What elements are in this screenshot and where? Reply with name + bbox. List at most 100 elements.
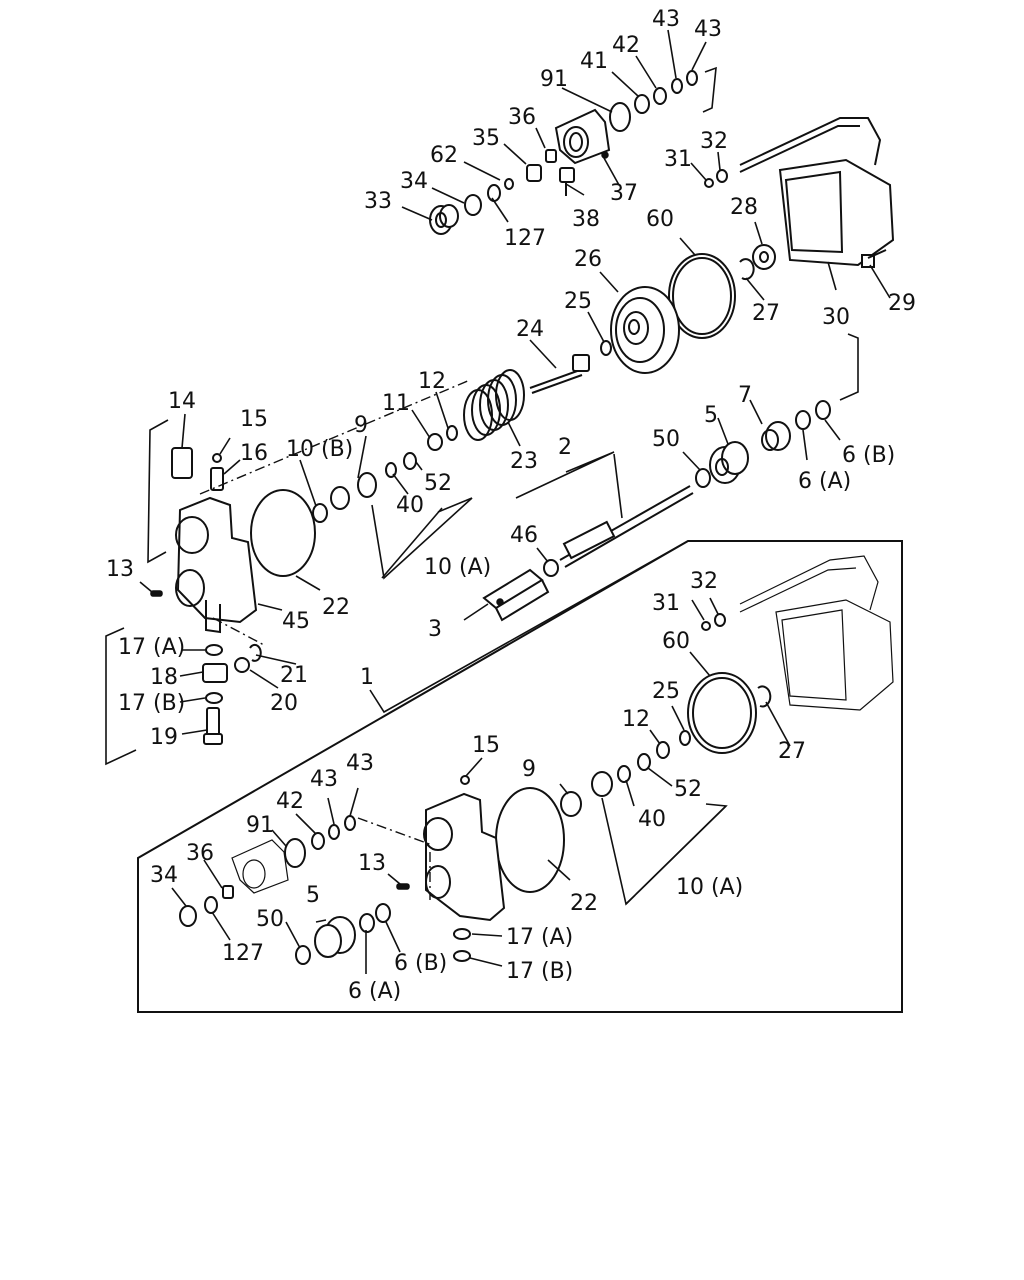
o-ring-22-inset[interactable] — [495, 787, 565, 893]
leader-lines — [139, 29, 891, 974]
label-127-inset: 127 — [222, 941, 264, 966]
label-18: 18 — [150, 665, 178, 690]
washer-17b-top[interactable] — [205, 692, 223, 704]
o-ring-22-top[interactable] — [250, 489, 316, 577]
valve-body-inset[interactable] — [423, 792, 506, 922]
valve-16[interactable] — [210, 467, 224, 491]
bolt-29[interactable] — [861, 249, 887, 268]
nut-35[interactable] — [526, 164, 542, 182]
pin-13-top[interactable] — [150, 590, 163, 597]
inset-motor[interactable] — [739, 555, 894, 711]
seal-6b-top[interactable] — [815, 400, 831, 420]
seal-6b-inset[interactable] — [375, 903, 391, 923]
ring-12-top[interactable] — [446, 425, 458, 441]
ring-52-top[interactable] — [403, 452, 417, 470]
seal-ring-60-inset[interactable] — [687, 672, 757, 754]
bushing-127-inset[interactable] — [204, 896, 218, 914]
valve-body-45[interactable] — [175, 496, 258, 634]
washer-11[interactable] — [427, 433, 443, 451]
bushing-41[interactable] — [634, 94, 650, 114]
bushing-127-top[interactable] — [487, 184, 501, 202]
seal-6a-inset[interactable] — [359, 913, 375, 933]
washer-31-inset[interactable] — [701, 621, 711, 631]
clip-27-inset[interactable] — [757, 685, 772, 708]
clip-27-top[interactable] — [739, 258, 755, 281]
label-21: 21 — [280, 663, 308, 688]
label-24: 24 — [516, 317, 544, 342]
seal-ring-60-top[interactable] — [668, 253, 736, 339]
clip-21[interactable] — [249, 643, 262, 662]
label-27-inset: 27 — [778, 739, 806, 764]
motor-30[interactable] — [739, 117, 895, 267]
label-31-inset: 31 — [652, 591, 680, 616]
washer-17b-inset[interactable] — [453, 950, 471, 962]
ring-40-top[interactable] — [385, 462, 397, 478]
nut-32-inset[interactable] — [714, 613, 726, 627]
label-40: 40 — [396, 493, 424, 518]
plug-15-top[interactable] — [212, 453, 222, 463]
rod-2[interactable] — [559, 485, 694, 568]
piston-5-inset[interactable] — [314, 916, 356, 958]
ring-25-top[interactable] — [600, 340, 612, 356]
inset-frame — [137, 540, 903, 1013]
washer-31-top[interactable] — [704, 178, 714, 188]
ring-40-inset[interactable] — [617, 765, 631, 783]
bushing-9-inset[interactable] — [560, 791, 582, 817]
label-31: 31 — [664, 147, 692, 172]
o-ring-34[interactable] — [464, 194, 482, 216]
label-17b: 17 (B) — [118, 691, 185, 716]
ring-50-top[interactable] — [695, 468, 711, 488]
nut-20[interactable] — [234, 657, 250, 673]
ring-62[interactable] — [504, 178, 514, 190]
bolt-19[interactable] — [203, 707, 223, 745]
ring-25-inset[interactable] — [679, 730, 691, 746]
washer-17a-top[interactable] — [205, 644, 223, 656]
o-ring-91-inset[interactable] — [284, 838, 306, 868]
label-60-inset: 60 — [662, 629, 690, 654]
bolt-38[interactable] — [559, 167, 575, 196]
seal-43-a[interactable] — [671, 78, 683, 94]
label-1: 1 — [360, 665, 374, 690]
seal-43-b[interactable] — [686, 70, 698, 86]
nut-32-top[interactable] — [716, 169, 728, 183]
cover-housing-inset[interactable] — [231, 839, 289, 894]
screw-36-inset[interactable] — [222, 885, 234, 899]
seal-10b[interactable] — [312, 503, 328, 523]
banjo-18[interactable] — [202, 663, 228, 683]
o-ring-34-inset[interactable] — [179, 905, 197, 927]
group-bracket-43 — [702, 66, 717, 113]
piston-5-top[interactable] — [709, 441, 749, 484]
diaphragm-26[interactable] — [610, 286, 680, 374]
nut-46[interactable] — [543, 559, 559, 577]
ring-42-top[interactable] — [653, 87, 667, 105]
ring-12-inset[interactable] — [656, 741, 670, 759]
label-62: 62 — [430, 143, 458, 168]
ring-42-inset[interactable] — [311, 832, 325, 850]
ring-52-inset[interactable] — [637, 753, 651, 771]
cover-housing-37[interactable] — [554, 108, 611, 165]
plug-15-inset[interactable] — [460, 775, 470, 785]
label-9-inset: 9 — [522, 757, 536, 782]
plug-33[interactable] — [429, 204, 459, 235]
seal-6a-top[interactable] — [795, 410, 811, 430]
label-17a-inset: 17 (A) — [506, 925, 573, 950]
shaft-24[interactable] — [529, 354, 590, 394]
pin-13-inset[interactable] — [396, 883, 410, 890]
sleeve-7[interactable] — [761, 421, 791, 451]
label-43b: 43 — [694, 17, 722, 42]
washer-17a-inset[interactable] — [453, 928, 471, 940]
seal-43-inset-b[interactable] — [328, 824, 340, 840]
clevis-3[interactable] — [482, 568, 550, 622]
fitting-14[interactable] — [171, 447, 193, 479]
label-50-inset: 50 — [256, 907, 284, 932]
seal-43-inset-a[interactable] — [344, 815, 356, 831]
seal-10a-top[interactable] — [357, 472, 377, 498]
label-45: 45 — [282, 609, 310, 634]
o-ring-91-top[interactable] — [609, 102, 631, 132]
ring-50-inset[interactable] — [295, 945, 311, 965]
bushing-9-top[interactable] — [330, 486, 350, 510]
spring-23[interactable] — [463, 369, 525, 441]
seal-10a-inset[interactable] — [591, 771, 613, 797]
nut-28[interactable] — [752, 244, 776, 270]
screw-36[interactable] — [545, 149, 557, 163]
